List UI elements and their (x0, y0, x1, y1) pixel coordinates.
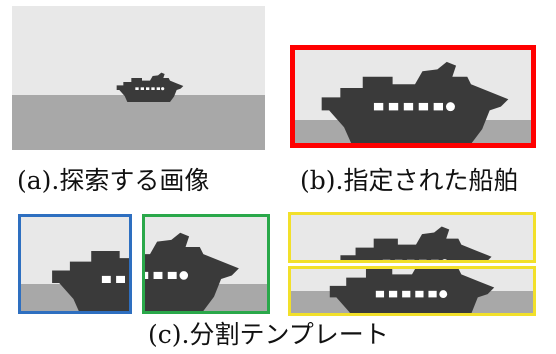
search-image-panel (12, 6, 265, 150)
caption-split-templates: (c).分割テンプレート (148, 320, 389, 349)
split-template-bottom (288, 266, 536, 316)
split-template-left (18, 214, 132, 314)
split-template-top (288, 212, 536, 263)
specified-ship-panel (290, 45, 536, 148)
caption-search-image: (a).探索する画像 (17, 166, 210, 195)
water (12, 95, 265, 150)
caption-specified-ship: (b).指定された船舶 (300, 166, 519, 195)
split-template-right (142, 214, 270, 314)
